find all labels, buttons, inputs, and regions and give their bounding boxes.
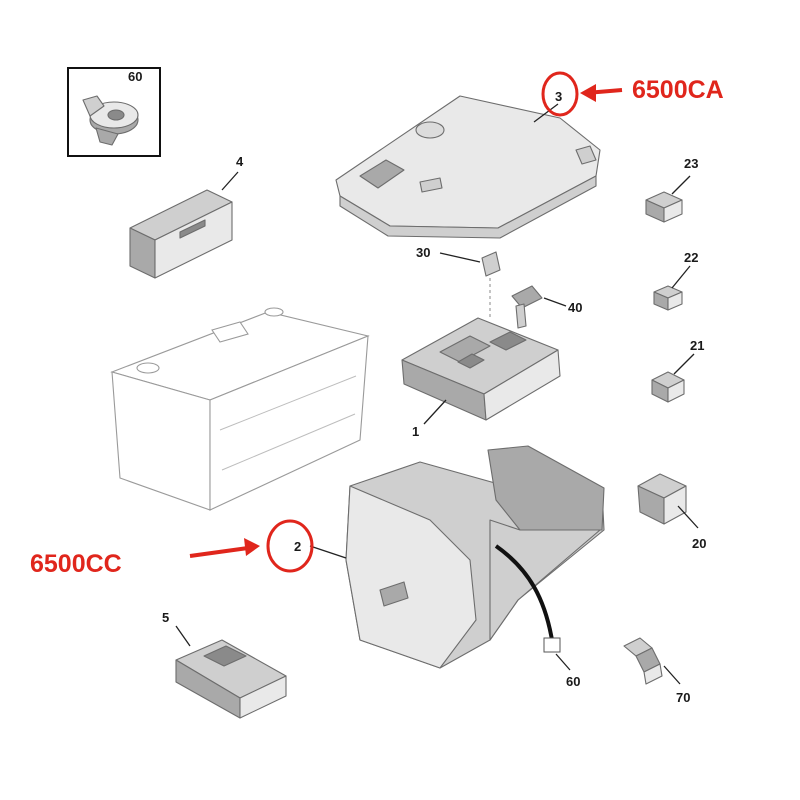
callout-70: 70 <box>676 690 690 705</box>
callout-60-top: 60 <box>128 69 142 84</box>
part-2-housing: 2 60 <box>294 445 605 689</box>
part-21-relay: 21 <box>651 338 704 403</box>
reference-label-6500ca: 6500CA <box>632 76 724 104</box>
part-3-cover: 3 <box>335 89 601 239</box>
part-40-connector: 40 <box>511 285 582 329</box>
part-70-bracket: 70 <box>623 637 690 705</box>
callout-23: 23 <box>684 156 698 171</box>
battery <box>110 307 370 511</box>
reference-6500cc: 6500CC <box>30 519 314 578</box>
part-30-fuse: 30 <box>416 245 501 320</box>
callout-4: 4 <box>236 154 244 169</box>
callout-3: 3 <box>555 89 562 104</box>
part-60-clip-box: 60 <box>67 67 161 157</box>
part-20-relay: 20 <box>637 473 706 551</box>
callout-20: 20 <box>692 536 706 551</box>
part-5-connector-block: 5 <box>162 610 287 719</box>
part-4-block: 4 <box>129 154 244 279</box>
part-1-fuse-box: 1 <box>401 317 561 439</box>
reference-label-6500cc: 6500CC <box>30 550 122 578</box>
callout-60-bottom: 60 <box>566 674 580 689</box>
callout-22: 22 <box>684 250 698 265</box>
callout-30: 30 <box>416 245 430 260</box>
callout-1: 1 <box>412 424 419 439</box>
part-22-relay: 22 <box>653 250 698 311</box>
reference-6500ca: 6500CA <box>541 71 724 117</box>
callout-5: 5 <box>162 610 169 625</box>
callout-2: 2 <box>294 539 301 554</box>
callout-21: 21 <box>690 338 704 353</box>
callout-40: 40 <box>568 300 582 315</box>
part-23-relay: 23 <box>645 156 698 223</box>
